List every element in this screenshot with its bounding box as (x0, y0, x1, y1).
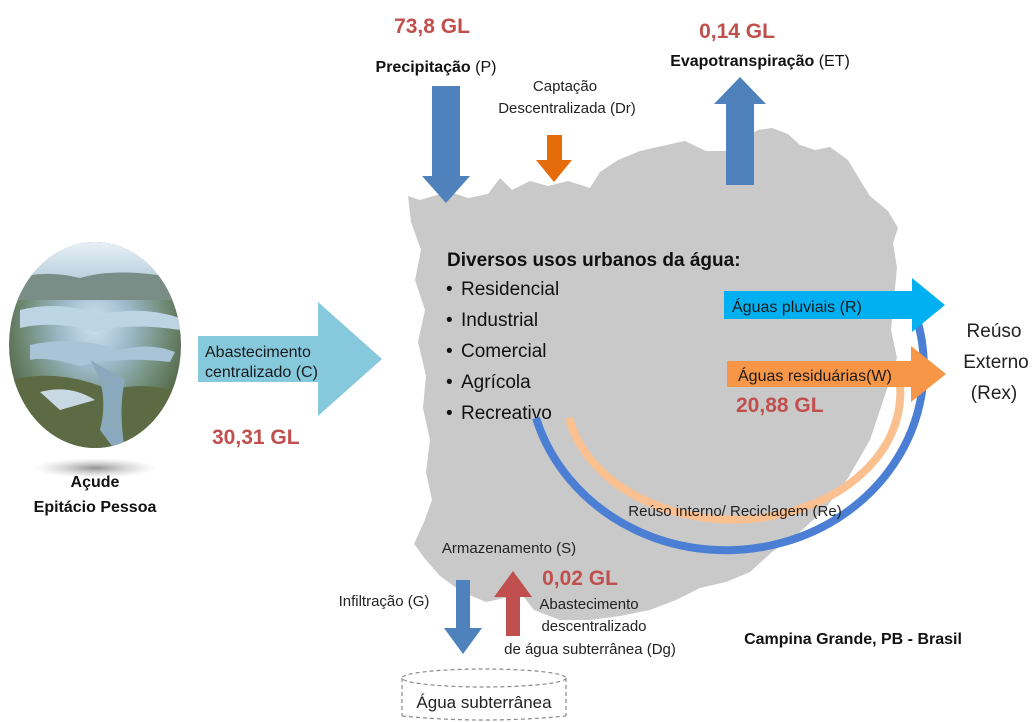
centralized-supply-arrow (198, 302, 382, 416)
urban-use-item: Residencial (461, 279, 559, 300)
urban-use-bullet: • (446, 403, 453, 424)
decentralized-capture-arrow (536, 135, 572, 182)
wastewater-label: Águas residuárias(W) (738, 366, 892, 385)
stormwater-label: Águas pluviais (R) (732, 297, 862, 316)
infiltration-arrow (444, 580, 482, 654)
groundwater-box (401, 668, 567, 721)
centralized-supply-label-line1: Abastecimento (205, 344, 311, 361)
groundwater-supply-arrow (494, 571, 532, 636)
stormwater-arrow (724, 278, 945, 332)
urban-use-bullet: • (446, 372, 453, 393)
urban-uses-title: Diversos usos urbanos da água: (447, 250, 741, 271)
groundwater-label: Água subterrânea (416, 693, 552, 712)
decentralized-capture-line1: Captação (533, 78, 597, 95)
reservoir-photo (9, 242, 181, 448)
precipitation-value: 73,8 GL (394, 15, 470, 38)
infiltration-label: Infiltração (G) (339, 593, 430, 610)
urban-use-bullet: • (446, 341, 453, 362)
external-reuse-line3: (Rex) (971, 383, 1017, 404)
city-map-shape (408, 128, 898, 620)
evapotranspiration-name: Evapotranspiração (670, 53, 814, 70)
urban-use-bullet: • (446, 279, 453, 300)
urban-use-item: Recreativo (461, 403, 552, 424)
groundwater-supply-line1: Abastecimento (539, 596, 638, 613)
evapotranspiration-abbr: (ET) (814, 53, 850, 70)
precipitation-name: Precipitação (376, 59, 471, 76)
internal-reuse-label: Reúso interno/ Reciclagem (Re) (628, 503, 841, 520)
urban-uses-list: • Residencial • Industrial • Comercial •… (446, 279, 559, 424)
centralized-supply-label-line2: centralizado (C) (205, 364, 318, 381)
groundwater-supply-line2: descentralizado (541, 618, 646, 635)
evapotranspiration-value: 0,14 GL (699, 20, 775, 43)
decentralized-capture-line2: Descentralizada (Dr) (498, 100, 636, 117)
storage-label: Armazenamento (S) (442, 540, 576, 557)
groundwater-supply-value: 0,02 GL (542, 567, 618, 590)
urban-use-item: Comercial (461, 341, 547, 362)
external-reuse-line2: Externo (963, 352, 1028, 373)
reservoir-name-line2: Epitácio Pessoa (34, 499, 157, 516)
urban-use-bullet: • (446, 310, 453, 331)
precipitation-abbr: (P) (471, 59, 497, 76)
internal-reuse-loop (565, 366, 905, 524)
evapotranspiration-label: Evapotranspiração (ET) (670, 53, 850, 70)
evapotranspiration-arrow (714, 77, 766, 185)
precipitation-label: Precipitação (P) (376, 59, 497, 76)
wastewater-arrow (727, 346, 946, 402)
urban-use-item: Agrícola (461, 372, 531, 393)
centralized-supply-value: 30,31 GL (212, 426, 300, 449)
stormwater-loop (532, 314, 928, 555)
precipitation-arrow (422, 86, 470, 203)
city-label: Campina Grande, PB - Brasil (744, 631, 962, 648)
external-reuse-line1: Reúso (967, 321, 1022, 342)
reservoir-name-line1: Açude (71, 474, 120, 491)
wastewater-value: 20,88 GL (736, 394, 824, 417)
groundwater-supply-line3: de água subterrânea (Dg) (504, 641, 676, 658)
urban-use-item: Industrial (461, 310, 538, 331)
reservoir-shadow (33, 458, 157, 478)
